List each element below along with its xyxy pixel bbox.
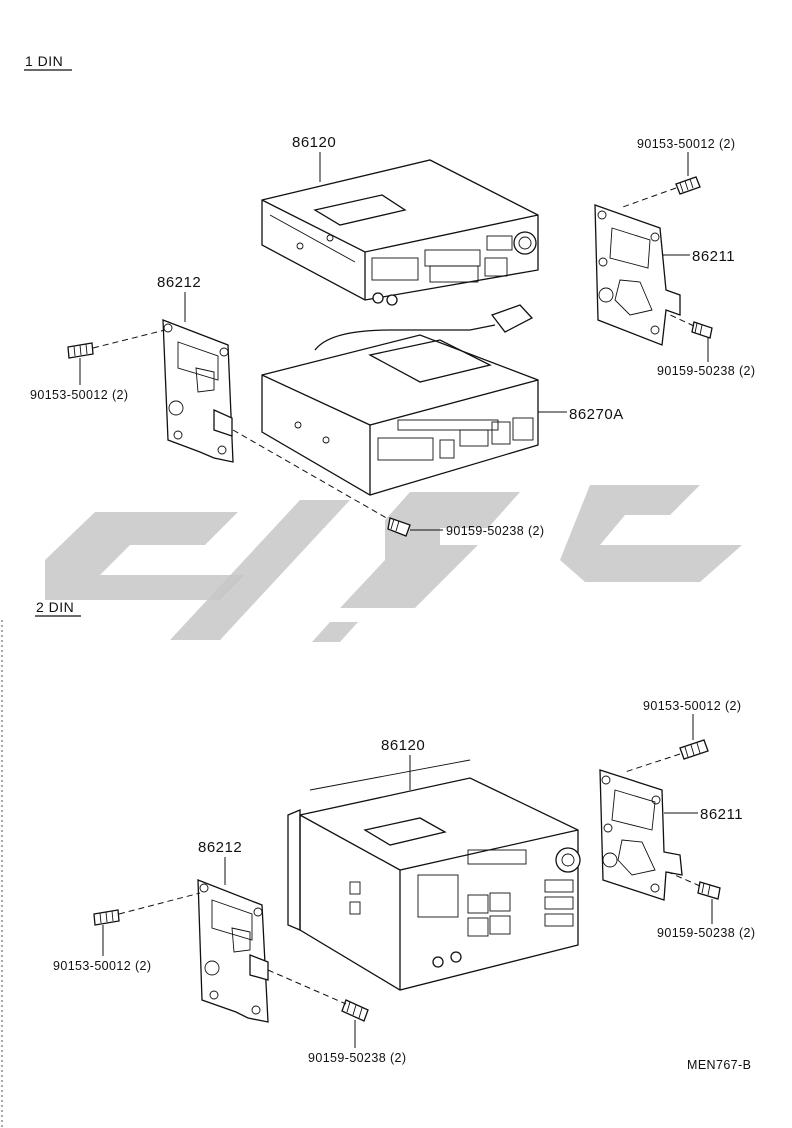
screw-90159-1din-right: [691, 321, 713, 339]
bracket-left-2din: [197, 879, 269, 1023]
label-screw-90153-1din-right: 90153-50012 (2): [637, 137, 735, 151]
screw-90153-2din-right: [679, 739, 709, 760]
head-unit-2din: [287, 759, 581, 991]
dash-screw-90159-1din-right: [667, 313, 695, 327]
screw-90153-1din-left: [67, 342, 94, 359]
label-screw-90153-2din-right: 90153-50012 (2): [643, 699, 741, 713]
label-screw-90159-1din-right: 90159-50238 (2): [657, 364, 755, 378]
label-screw-90153-1din-left: 90153-50012 (2): [30, 388, 128, 402]
label-screw-90159-2din-right: 90159-50238 (2): [657, 926, 755, 940]
label-bracket-right-2din: 86211: [700, 806, 743, 823]
label-screw-90153-2din-left: 90153-50012 (2): [53, 959, 151, 973]
dash-screw-90159-2din-right: [667, 871, 701, 887]
dash-screw-90153-1din-right: [619, 187, 677, 209]
label-head-unit-1din: 86120: [292, 134, 336, 151]
screw-90159-2din-right: [697, 881, 721, 900]
dash-screw-90159-1din-bottom: [232, 429, 391, 521]
bracket-left-1din: [162, 319, 234, 463]
head-unit-1din: [261, 159, 539, 306]
cd-unit-1din: [261, 304, 539, 496]
screw-90153-2din-left: [93, 909, 120, 926]
watermark-logo: [45, 485, 742, 642]
dash-screw-90153-2din-right: [624, 753, 681, 773]
dash-screw-90153-1din-left: [92, 329, 166, 349]
label-screw-90159-2din-bottom: 90159-50238 (2): [308, 1051, 406, 1065]
screw-90159-2din-bottom: [341, 999, 369, 1022]
label-bracket-right-1din: 86211: [692, 248, 735, 265]
screw-90153-1din-right: [675, 176, 701, 195]
label-screw-90159-1din-bottom: 90159-50238 (2): [446, 524, 544, 538]
label-bracket-left-2din: 86212: [198, 839, 242, 856]
label-head-unit-2din: 86120: [381, 737, 425, 754]
section-1din-label: 1 DIN: [25, 53, 63, 69]
dash-screw-90159-2din-bottom: [267, 969, 347, 1005]
bracket-right-2din: [599, 769, 683, 901]
section-2din-label: 2 DIN: [36, 599, 74, 615]
dash-screw-90153-2din-left: [118, 892, 201, 915]
drawing-code: MEN767-B: [687, 1058, 751, 1072]
bracket-right-1din: [594, 204, 681, 346]
label-bracket-left-1din: 86212: [157, 274, 201, 291]
label-cd-unit-1din: 86270A: [569, 406, 624, 423]
screw-90159-1din-bottom: [387, 517, 411, 537]
